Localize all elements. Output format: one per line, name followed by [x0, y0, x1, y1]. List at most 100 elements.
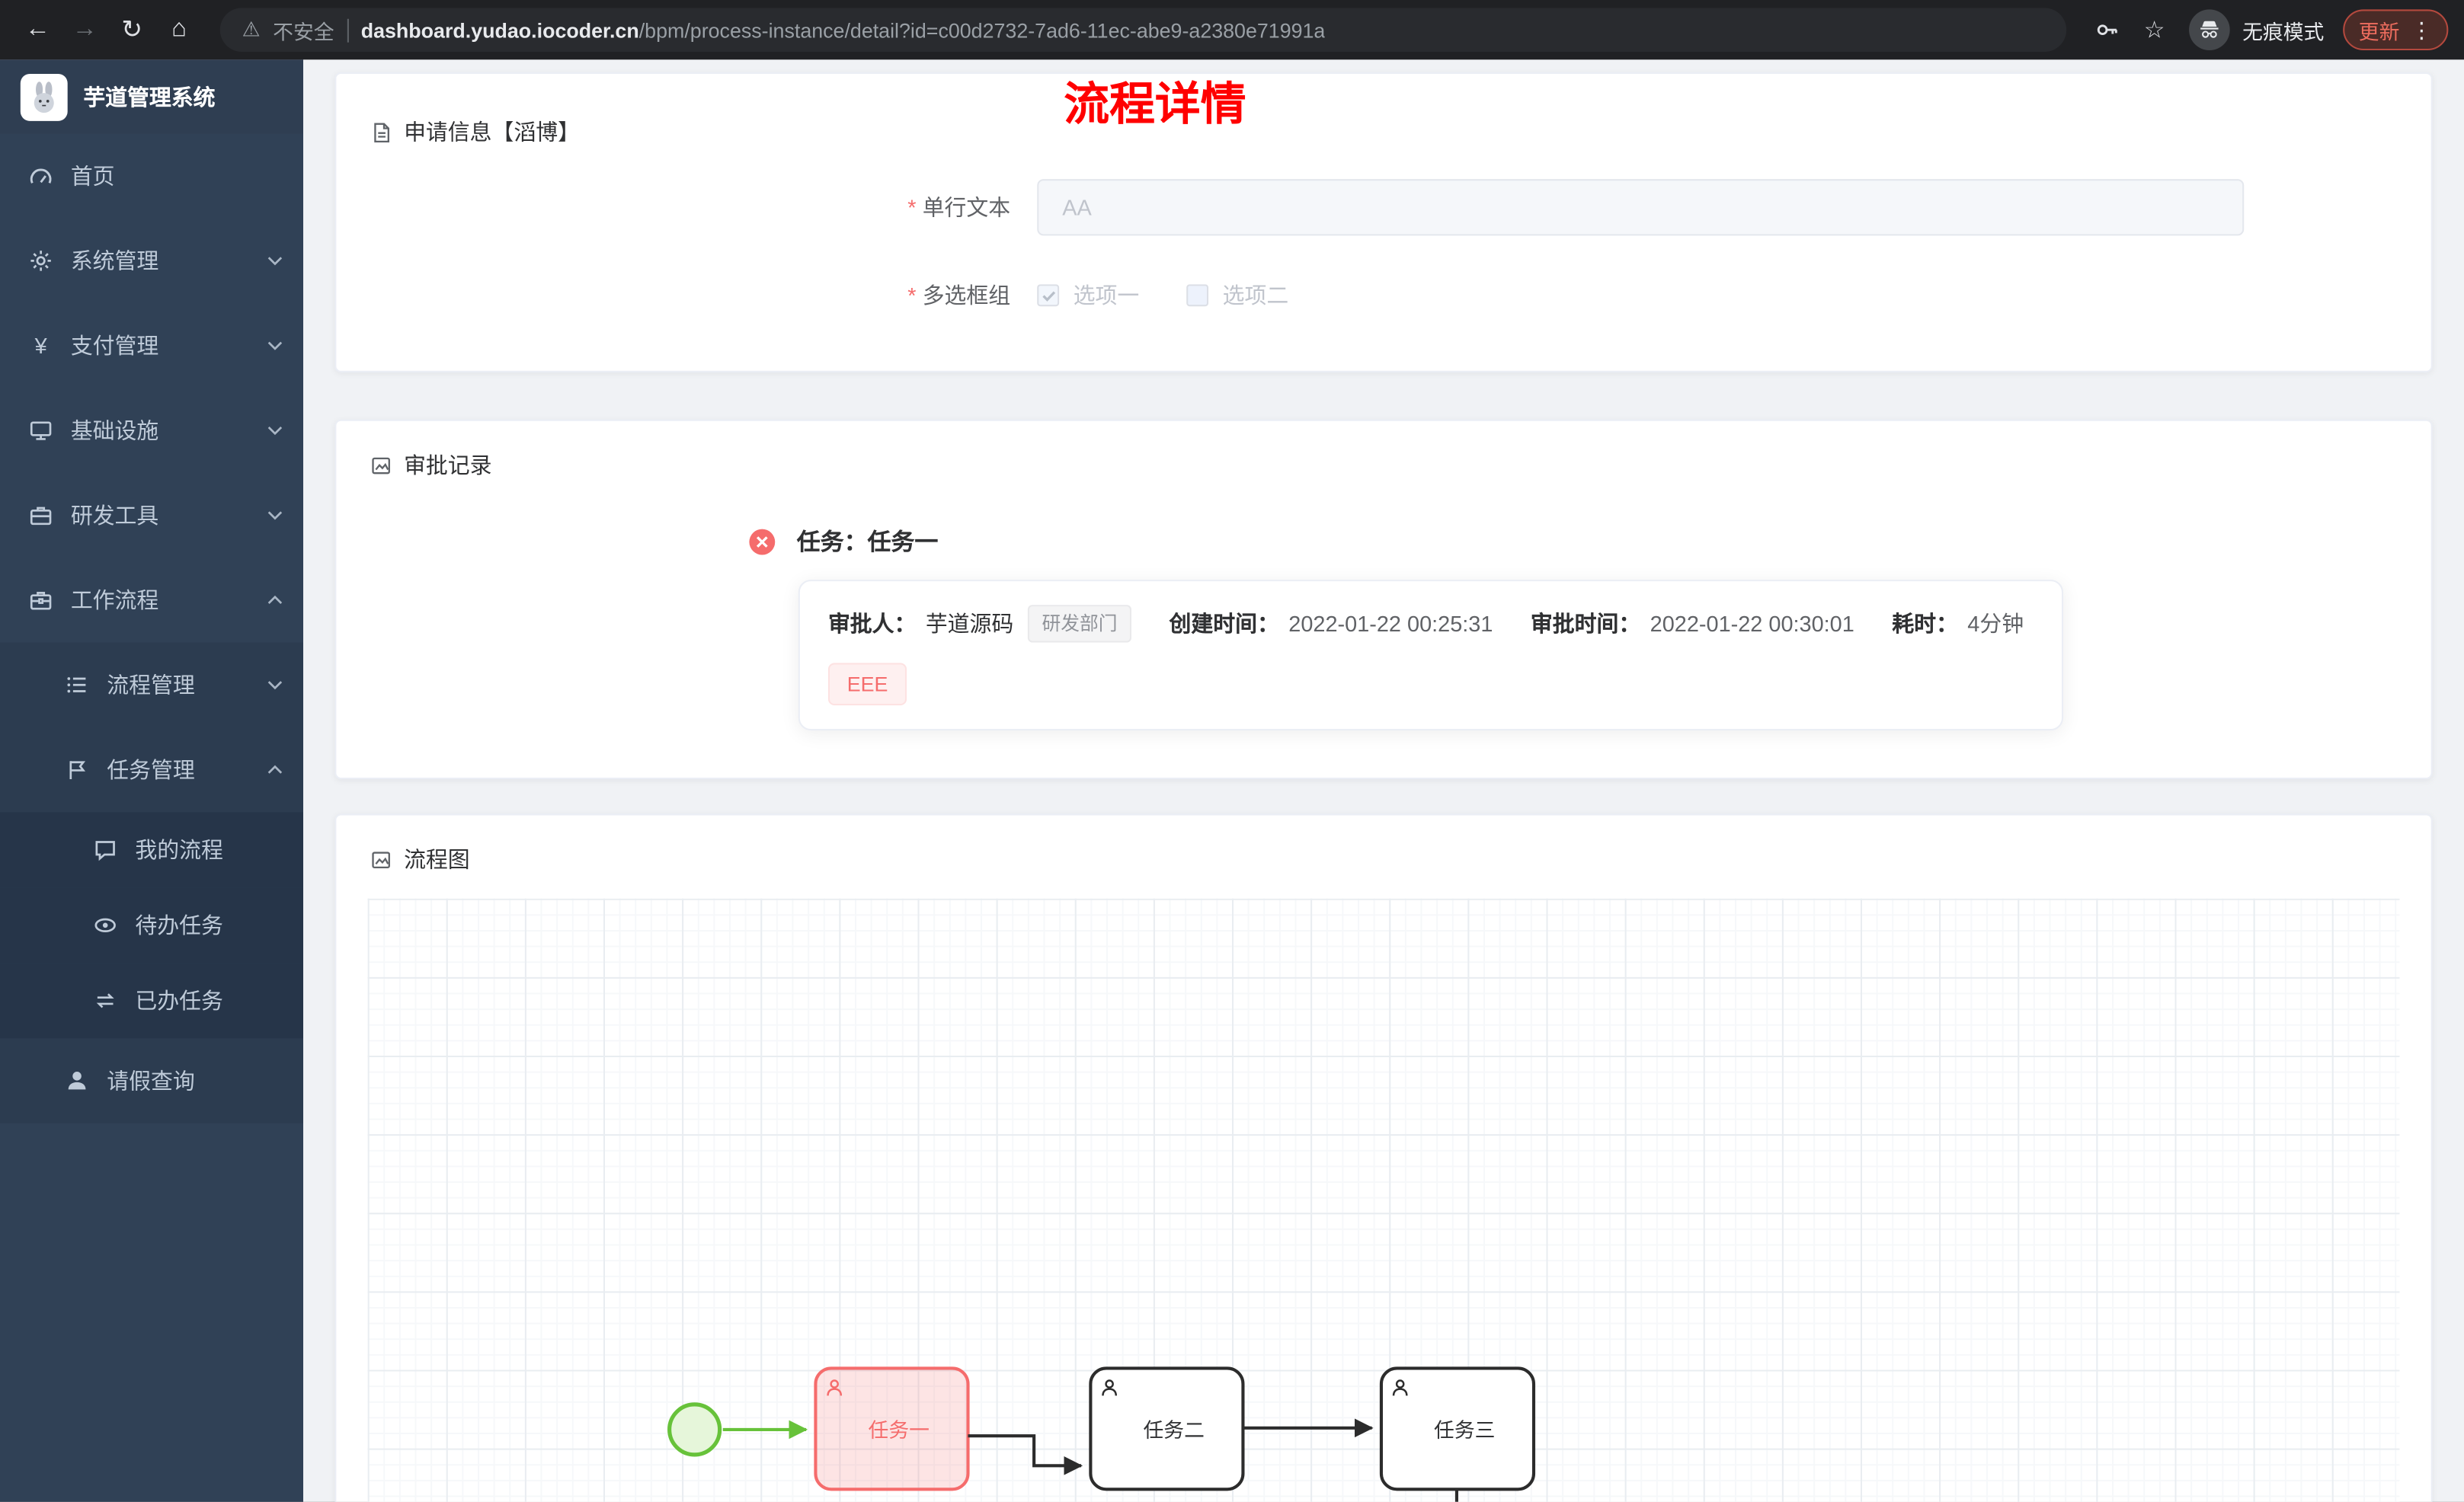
- single-line-text-input[interactable]: [1037, 179, 2245, 236]
- address-bar[interactable]: ⚠ 不安全 dashboard.yudao.iocoder.cn/bpm/pro…: [219, 8, 2067, 53]
- url-text: dashboard.yudao.iocoder.cn/bpm/process-i…: [361, 18, 1326, 42]
- approval-meta-row: 审批人： 芋道源码 研发部门 创建时间： 2022-01-22 00:25:31…: [828, 605, 2034, 643]
- incognito-icon: [2188, 9, 2230, 50]
- document-icon: [368, 120, 393, 145]
- form-row-checkbox-group: *多选框组 选项一 选项二: [336, 267, 2430, 324]
- url-path: /bpm/process-instance/detail?id=c00d2732…: [638, 18, 1326, 42]
- menu-label: 请假查询: [107, 1068, 195, 1094]
- form-row-single-line: *单行文本: [336, 179, 2430, 236]
- sidebar-item-done-tasks[interactable]: 已办任务: [0, 963, 304, 1039]
- bpmn-start-event[interactable]: [667, 1402, 722, 1457]
- timeline-item: 任务：任务一: [748, 525, 2431, 558]
- chevron-up-icon: [267, 595, 283, 605]
- monitor-icon: [28, 418, 53, 443]
- required-asterisk: *: [907, 194, 917, 220]
- sidebar-item-home[interactable]: 首页: [0, 133, 303, 218]
- chevron-down-icon: [267, 510, 283, 520]
- bookmark-star-icon[interactable]: ☆: [2143, 17, 2165, 44]
- chevron-down-icon: [267, 680, 283, 690]
- menu-label: 任务管理: [107, 757, 195, 783]
- sidebar-item-payment[interactable]: ¥ 支付管理: [0, 303, 303, 388]
- diagram-card-title: 流程图: [404, 846, 470, 872]
- bpmn-flow-task1-to-task2: [968, 1434, 1083, 1475]
- gear-icon: [28, 248, 53, 273]
- menu-label: 支付管理: [70, 333, 159, 359]
- approval-card-header: 审批记录: [336, 421, 2430, 481]
- menu-label: 流程管理: [107, 672, 195, 698]
- back-button[interactable]: ←: [25, 15, 50, 43]
- sidebar-item-my-process[interactable]: 我的流程: [0, 812, 304, 888]
- browser-toolbar: ← → ↻ ⌂ ⚠ 不安全 dashboard.yudao.iocoder.cn…: [0, 0, 2464, 60]
- home-button[interactable]: ⌂: [171, 15, 187, 43]
- single-line-label: *单行文本: [907, 194, 1011, 220]
- sidebar-item-todo-tasks[interactable]: 待办任务: [0, 887, 304, 964]
- update-label: 更新: [2358, 19, 2400, 43]
- url-domain: dashboard.yudao.iocoder.cn: [360, 18, 639, 42]
- diagram-icon: [368, 847, 393, 872]
- task-title: 任务：任务一: [796, 529, 939, 557]
- chevron-down-icon: [267, 341, 283, 350]
- sidebar-item-leave-query[interactable]: 请假查询: [0, 1038, 304, 1123]
- sidebar-item-workflow[interactable]: 工作流程: [0, 558, 303, 642]
- approver-name: 芋道源码: [925, 611, 1014, 637]
- main-content: 流程详情 申请信息【滔博】 *单行文本 *多选框组: [303, 59, 2464, 1502]
- approval-comment-row: EEE: [827, 663, 2034, 706]
- sidebar-item-task-management[interactable]: 任务管理: [0, 727, 304, 813]
- forward-button[interactable]: →: [72, 15, 98, 43]
- checkbox-group-label: *多选框组: [907, 283, 1011, 308]
- not-secure-label: 不安全: [273, 19, 334, 43]
- approved-label: 审批时间：: [1530, 611, 1641, 637]
- swap-arrows-icon: [93, 988, 118, 1013]
- user-icon: [65, 1069, 90, 1094]
- workflow-icon: [28, 587, 53, 612]
- flag-icon: [65, 757, 90, 782]
- dashboard-icon: [28, 164, 53, 189]
- duration-value: 4分钟: [1967, 611, 2024, 637]
- omnibox-divider: [347, 18, 349, 42]
- not-secure-icon: ⚠: [242, 17, 261, 41]
- approval-record-panel: 审批人： 芋道源码 研发部门 创建时间： 2022-01-22 00:25:31…: [798, 580, 2064, 731]
- yen-icon: ¥: [34, 333, 47, 359]
- checkbox-option-2[interactable]: 选项二: [1186, 280, 1288, 311]
- bpmn-task-2[interactable]: 任务二: [1089, 1366, 1245, 1491]
- toolbox-icon: [28, 503, 53, 528]
- chevron-down-icon: [267, 256, 283, 266]
- menu-label: 已办任务: [135, 988, 223, 1014]
- bpmn-task-3-label: 任务三: [1434, 1419, 1495, 1442]
- incognito-label: 无痕模式: [2242, 19, 2325, 43]
- bpmn-canvas[interactable]: 任务一 任务二: [367, 898, 2400, 1502]
- browser-update-button[interactable]: 更新 ⋮: [2343, 9, 2449, 50]
- sidebar-item-infrastructure[interactable]: 基础设施: [0, 388, 303, 472]
- process-diagram-card: 流程图: [334, 813, 2433, 1502]
- approved-time: 2022-01-22 00:30:01: [1650, 611, 1854, 637]
- bpmn-task-1[interactable]: 任务一: [814, 1366, 970, 1491]
- eye-icon: [93, 912, 118, 938]
- menu-label: 工作流程: [70, 587, 159, 613]
- chat-bubble-icon: [93, 837, 118, 862]
- sidebar-item-process-management[interactable]: 流程管理: [0, 642, 304, 727]
- bpmn-task-1-label: 任务一: [869, 1419, 930, 1442]
- task-rejected-icon: [748, 527, 776, 555]
- comment-tag: EEE: [827, 663, 907, 706]
- apply-card-header: 申请信息【滔博】: [336, 74, 2430, 148]
- menu-label: 我的流程: [135, 837, 223, 863]
- reload-button[interactable]: ↻: [121, 17, 143, 44]
- checkbox-option-1[interactable]: 选项一: [1037, 280, 1139, 311]
- sidebar-menu: 首页 系统管理 ¥ 支付管理: [0, 133, 304, 1123]
- app-logo-icon: [20, 72, 68, 120]
- checkbox-group: 选项一 选项二: [1037, 267, 1288, 324]
- app-title: 芋道管理系统: [83, 84, 216, 110]
- app-logo[interactable]: 芋道管理系统: [0, 59, 304, 134]
- incognito-badge[interactable]: 无痕模式: [2188, 9, 2325, 50]
- page-title: 流程详情: [1064, 80, 1246, 131]
- password-key-icon[interactable]: [2085, 8, 2130, 52]
- record-icon: [368, 452, 393, 478]
- menu-label: 基础设施: [70, 417, 159, 443]
- sidebar-item-dev-tools[interactable]: 研发工具: [0, 473, 303, 558]
- created-label: 创建时间：: [1169, 611, 1279, 637]
- bpmn-task-3[interactable]: 任务三: [1379, 1366, 1536, 1491]
- apply-info-card: 申请信息【滔博】 *单行文本 *多选框组: [334, 72, 2433, 372]
- sidebar-item-system[interactable]: 系统管理: [0, 219, 303, 303]
- menu-label: 待办任务: [135, 912, 223, 938]
- browser-menu-icon[interactable]: ⋮: [2410, 17, 2433, 43]
